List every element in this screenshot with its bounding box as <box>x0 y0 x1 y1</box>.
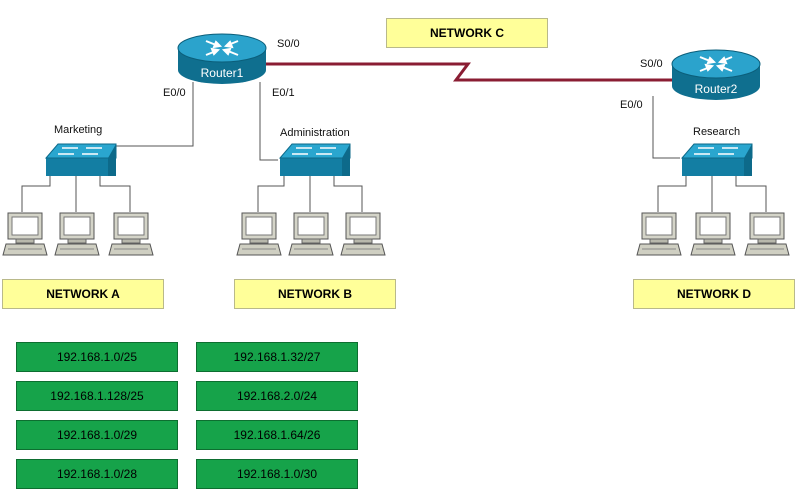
pc-marketing-1[interactable] <box>2 212 48 258</box>
administration-label: Administration <box>280 127 350 139</box>
link-admin-pc1 <box>257 176 285 212</box>
network-a-label: NETWORK A <box>2 279 164 309</box>
pc-admin-2[interactable] <box>288 212 334 258</box>
research-label: Research <box>693 126 741 138</box>
router-icon <box>177 33 267 84</box>
router1-label: Router1 <box>200 66 244 80</box>
computer-icon <box>690 212 736 256</box>
subnet-option[interactable]: 192.168.2.0/24 <box>196 381 358 411</box>
router2-label: Router2 <box>694 82 738 96</box>
link-admin-pc3 <box>333 176 363 212</box>
computer-icon <box>288 212 334 256</box>
link-marketing-pc1 <box>21 176 51 212</box>
computer-icon <box>636 212 682 256</box>
link-marketing-pc3 <box>99 176 131 212</box>
subnet-option[interactable]: 192.168.1.32/27 <box>196 342 358 372</box>
pc-research-3[interactable] <box>744 212 790 258</box>
computer-icon <box>2 212 48 256</box>
pc-admin-3[interactable] <box>340 212 386 258</box>
r1-s00-label: S0/0 <box>277 38 300 50</box>
r1-e01-label: E0/1 <box>272 87 295 99</box>
router1[interactable]: Router1 <box>176 32 268 90</box>
pc-marketing-2[interactable] <box>54 212 100 258</box>
serial-link <box>262 62 680 82</box>
computer-icon <box>236 212 282 256</box>
link-r2-research <box>652 96 680 159</box>
link-research-pc1 <box>657 176 687 212</box>
computer-icon <box>108 212 154 256</box>
subnet-option[interactable]: 192.168.1.0/29 <box>16 420 178 450</box>
pc-admin-1[interactable] <box>236 212 282 258</box>
switch-administration[interactable] <box>278 142 352 178</box>
pc-research-2[interactable] <box>690 212 736 258</box>
switch-icon <box>278 143 351 176</box>
switch-icon <box>44 143 117 176</box>
computer-icon <box>744 212 790 256</box>
router-icon <box>671 49 761 100</box>
subnet-option[interactable]: 192.168.1.0/30 <box>196 459 358 489</box>
router2[interactable]: Router2 <box>670 48 762 106</box>
r2-s00-label: S0/0 <box>640 58 663 70</box>
switch-marketing[interactable] <box>44 142 118 178</box>
marketing-label: Marketing <box>54 124 103 136</box>
link-r1-administration <box>259 82 278 161</box>
computer-icon <box>340 212 386 256</box>
link-research-pc3 <box>735 176 767 212</box>
switch-research[interactable] <box>680 142 754 178</box>
subnet-option[interactable]: 192.168.1.128/25 <box>16 381 178 411</box>
r2-e00-label: E0/0 <box>620 99 643 111</box>
network-b-label: NETWORK B <box>234 279 396 309</box>
subnet-option[interactable]: 192.168.1.0/25 <box>16 342 178 372</box>
subnet-option[interactable]: 192.168.1.0/28 <box>16 459 178 489</box>
subnet-option[interactable]: 192.168.1.64/26 <box>196 420 358 450</box>
switch-icon <box>680 143 753 176</box>
network-d-label: NETWORK D <box>633 279 795 309</box>
network-c-label: NETWORK C <box>386 18 548 48</box>
computer-icon <box>54 212 100 256</box>
pc-marketing-3[interactable] <box>108 212 154 258</box>
link-r1-marketing <box>114 82 194 147</box>
r1-e00-label: E0/0 <box>163 87 186 99</box>
pc-research-1[interactable] <box>636 212 682 258</box>
